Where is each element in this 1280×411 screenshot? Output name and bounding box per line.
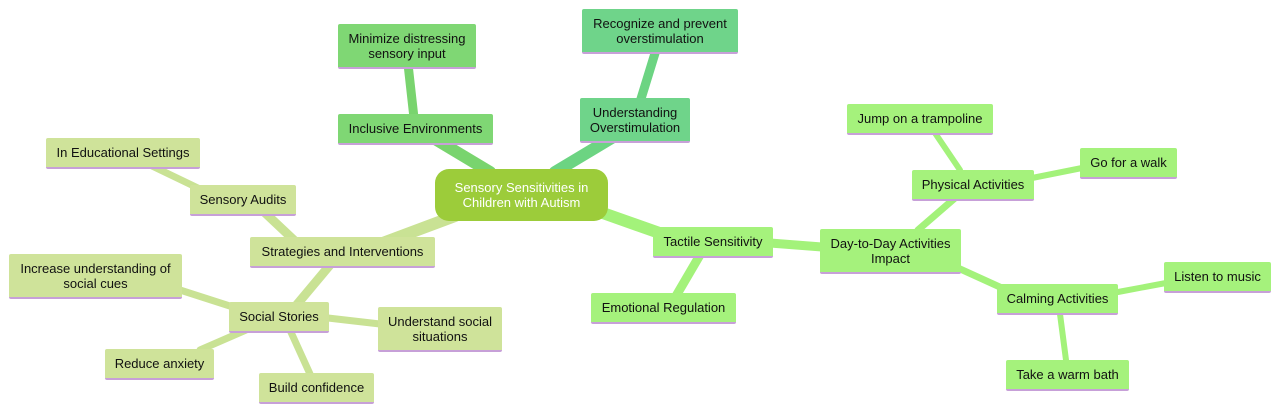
node-understanding-overstimulation-label: Understanding Overstimulation <box>589 104 681 135</box>
node-emotional-regulation[interactable]: Emotional Regulation <box>591 293 736 324</box>
node-sensory-audits[interactable]: Sensory Audits <box>190 185 296 216</box>
node-reduce-anxiety-label: Reduce anxiety <box>114 356 205 371</box>
node-strategies-interventions[interactable]: Strategies and Interventions <box>250 237 435 268</box>
root-topic-label: Sensory Sensitivities in Children with A… <box>454 180 589 210</box>
node-educational-settings-label: In Educational Settings <box>56 145 190 160</box>
node-sensory-audits-label: Sensory Audits <box>199 192 287 207</box>
edge-physical-trampoline <box>932 130 963 173</box>
edge-overstim-recognize <box>635 45 661 107</box>
node-jump-trampoline[interactable]: Jump on a trampoline <box>847 104 993 135</box>
node-day-to-day-impact[interactable]: Day-to-Day Activities Impact <box>820 229 961 274</box>
node-build-confidence[interactable]: Build confidence <box>259 373 374 404</box>
node-social-situations-label: Understand social situations <box>387 313 493 344</box>
node-social-cues-label: Increase understanding of social cues <box>20 260 171 291</box>
node-emotional-regulation-label: Emotional Regulation <box>601 300 726 315</box>
edge-strategies-stories <box>289 260 335 313</box>
node-minimize-distressing-input-label: Minimize distressing sensory input <box>348 30 466 61</box>
node-calming-activities[interactable]: Calming Activities <box>997 284 1118 315</box>
edge-daytoday-calming <box>954 264 1006 292</box>
root-topic-node[interactable]: Sensory Sensitivities in Children with A… <box>435 169 608 221</box>
node-go-for-walk-label: Go for a walk <box>1090 155 1167 170</box>
node-calming-activities-label: Calming Activities <box>1006 291 1109 306</box>
node-warm-bath-label: Take a warm bath <box>1016 367 1119 382</box>
node-physical-activities-label: Physical Activities <box>921 177 1025 192</box>
edge-inclusive-minimize <box>403 59 419 123</box>
node-go-for-walk[interactable]: Go for a walk <box>1080 148 1177 179</box>
node-social-cues[interactable]: Increase understanding of social cues <box>9 254 182 299</box>
node-strategies-interventions-label: Strategies and Interventions <box>261 244 424 259</box>
edge-calming-bath <box>1057 311 1069 363</box>
node-listen-music-label: Listen to music <box>1174 269 1261 284</box>
node-inclusive-environments[interactable]: Inclusive Environments <box>338 114 493 145</box>
edge-stories-anxiety <box>196 326 250 354</box>
node-jump-trampoline-label: Jump on a trampoline <box>857 111 983 126</box>
edge-tactile-daytoday <box>765 238 827 252</box>
node-tactile-sensitivity[interactable]: Tactile Sensitivity <box>653 227 773 258</box>
node-social-stories-label: Social Stories <box>239 309 319 324</box>
node-reduce-anxiety[interactable]: Reduce anxiety <box>105 349 214 380</box>
node-educational-settings[interactable]: In Educational Settings <box>46 138 200 169</box>
node-social-situations[interactable]: Understand social situations <box>378 307 502 352</box>
node-physical-activities[interactable]: Physical Activities <box>912 170 1034 201</box>
node-warm-bath[interactable]: Take a warm bath <box>1006 360 1129 391</box>
node-recognize-prevent-overstimulation-label: Recognize and prevent overstimulation <box>593 15 727 46</box>
edge-stories-confidence <box>286 326 314 378</box>
node-inclusive-environments-label: Inclusive Environments <box>348 121 483 136</box>
edge-physical-walk <box>1029 165 1085 181</box>
edge-tactile-emotional <box>671 250 705 301</box>
node-minimize-distressing-input[interactable]: Minimize distressing sensory input <box>338 24 476 69</box>
edge-stories-situations <box>324 314 384 328</box>
edge-stories-cues <box>176 286 240 312</box>
node-build-confidence-label: Build confidence <box>268 380 365 395</box>
node-social-stories[interactable]: Social Stories <box>229 302 329 333</box>
node-day-to-day-impact-label: Day-to-Day Activities Impact <box>830 235 951 266</box>
node-understanding-overstimulation[interactable]: Understanding Overstimulation <box>580 98 690 143</box>
node-tactile-sensitivity-label: Tactile Sensitivity <box>663 234 763 249</box>
node-recognize-prevent-overstimulation[interactable]: Recognize and prevent overstimulation <box>582 9 738 54</box>
node-listen-music[interactable]: Listen to music <box>1164 262 1271 293</box>
edge-calming-music <box>1115 280 1169 295</box>
edge-daytoday-physical <box>914 194 959 234</box>
